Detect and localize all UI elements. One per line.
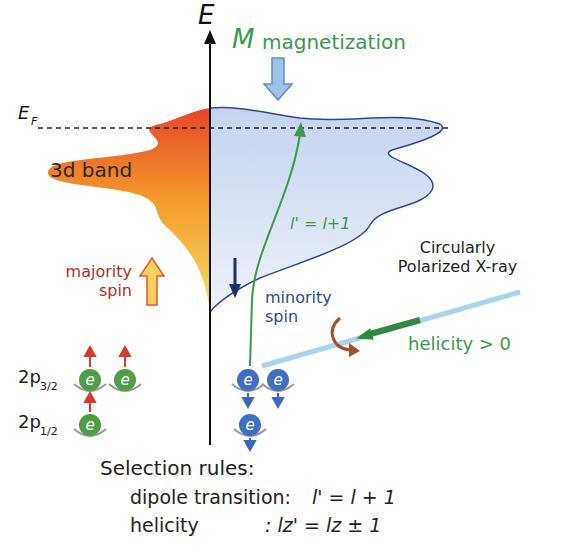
rule-formula: : lz' = lz ± 1 (265, 514, 381, 537)
level-subscript: 1/2 (40, 425, 58, 438)
excitation-arrowhead (294, 122, 306, 137)
level-label: 2p (18, 366, 41, 388)
magnetization-arrow (264, 58, 292, 100)
helicity-arrowhead (356, 328, 374, 340)
axis-label: E (198, 0, 214, 31)
minority-spin-arrowhead (229, 284, 241, 298)
rotation-arrow (332, 318, 350, 350)
electron-symbol: e (243, 373, 252, 388)
orbit-arcs (74, 384, 294, 436)
fermi-subscript: F (31, 115, 37, 128)
electron-symbol: e (120, 373, 129, 388)
transition-label: l' = l+1 (290, 214, 350, 233)
electron-circle: e (79, 414, 101, 436)
rule-formula: l' = l + 1 (312, 486, 396, 509)
rules-heading: Selection rules: (100, 456, 254, 480)
minority-spin-arrow (234, 258, 237, 288)
excitation-arrow (250, 134, 300, 366)
helicity-arrow (370, 320, 420, 334)
electron-circle: e (79, 369, 101, 391)
electron-circle: e (239, 414, 261, 436)
electron-symbol: e (245, 418, 254, 433)
magnetization-label: magnetization (262, 30, 406, 54)
majority-dos (48, 108, 210, 312)
majority-electron-spins (85, 347, 130, 412)
spin-label: majority spin (50, 262, 132, 300)
level-label: 2p (18, 411, 41, 433)
helicity-label: helicity > 0 (408, 333, 511, 355)
electron-circle: e (267, 369, 289, 391)
fermi-level (38, 127, 452, 128)
energy-axis (209, 40, 211, 445)
majority-spin-arrow (140, 258, 164, 305)
rule-name: helicity (130, 514, 199, 537)
spin-label: minority spin (265, 288, 343, 326)
level-subscript: 3/2 (40, 380, 58, 393)
electron-circle: e (114, 369, 136, 391)
rule-name: dipole transition: (130, 486, 291, 509)
electron-circle: e (237, 369, 259, 391)
xray-label: Circularly Polarized X-ray (385, 238, 530, 276)
rotation-arrowhead (349, 343, 360, 357)
fermi-label: E (18, 102, 29, 124)
minority-electron-spins (243, 393, 283, 450)
minority-dos (210, 108, 443, 312)
axis-arrowhead (204, 30, 216, 44)
electron-symbol: e (85, 373, 94, 388)
band-label: 3d band (50, 158, 132, 182)
electron-symbol: e (273, 373, 282, 388)
electron-symbol: e (85, 418, 94, 433)
magnetization-symbol: M (232, 24, 254, 55)
